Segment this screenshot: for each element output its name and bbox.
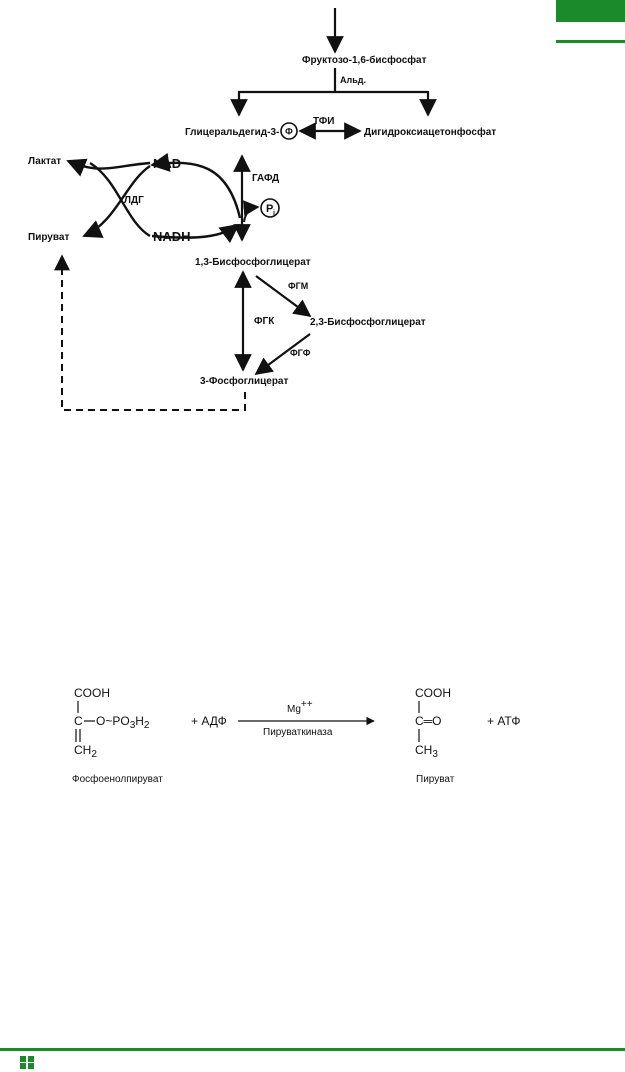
- glycolysis-shunt-diagram: Фруктозо-1,6-бисфосфат Альд. Глицеральде…: [28, 8, 496, 411]
- phosphate-circle: [280, 122, 298, 140]
- pyruvate-label: Пируват: [28, 232, 69, 243]
- header-accent-block: [556, 0, 625, 22]
- pi-curve: [242, 200, 260, 223]
- gap-label: Глицеральдегид-3-: [185, 127, 279, 138]
- pyr-ch3: CH3: [415, 743, 438, 760]
- gapdh-label: ГАФД: [252, 173, 279, 184]
- pi-label: P: [266, 203, 273, 215]
- pep-phosphate: O~PO3H2: [96, 714, 150, 731]
- pgk-label: ФГК: [254, 316, 275, 327]
- cofactor-label: Mg++: [287, 699, 313, 715]
- pg3-label: 3-Фосфоглицерат: [200, 375, 288, 387]
- adp-label: + АДФ: [191, 714, 227, 728]
- bpgm-arrow: [255, 275, 312, 318]
- pyruvate-kinase-reaction: COOH C O~PO3H2 CH2 Фосфоенолпируват + АД…: [72, 686, 520, 785]
- pep-name: Фосфоенолпируват: [72, 773, 163, 785]
- enzyme-label: Пируваткиназа: [263, 727, 333, 738]
- lactate-label: Лактат: [28, 156, 61, 167]
- pyr-name: Пируват: [416, 774, 455, 785]
- phosphate-symbol: Ф: [285, 127, 293, 137]
- atp-label: + АТФ: [487, 714, 520, 728]
- bpgm-label: ФГМ: [288, 281, 308, 291]
- ldh-label: ЛДГ: [124, 195, 144, 206]
- pep-carbon: C: [74, 714, 83, 728]
- fructose-bisphosphate-label: Фруктозо-1,6-бисфосфат: [302, 54, 427, 66]
- dashed-return-path: [54, 254, 246, 411]
- footer-logo-icon: [20, 1056, 34, 1069]
- bpg23-label: 2,3-Бисфосфоглицерат: [310, 316, 426, 328]
- pep-cooh: COOH: [74, 686, 110, 700]
- pi-circle: [260, 198, 280, 218]
- ldh-nad-to-lactate-curve: [66, 158, 151, 177]
- gapdh-nad-curve: [150, 152, 242, 219]
- tpi-label: ТФИ: [313, 116, 334, 127]
- footer-rule: [0, 1048, 625, 1051]
- pi-subscript: i: [273, 210, 275, 217]
- bpg13-label: 1,3-Бисфосфоглицерат: [195, 256, 311, 268]
- nadh-gapdh-curve: [151, 223, 240, 244]
- dhap-label: Дигидроксиацетонфосфат: [364, 126, 496, 138]
- header-accent-line: [556, 40, 625, 43]
- bpgp-arrow: [254, 333, 311, 376]
- aldolase-label: Альд.: [340, 75, 366, 85]
- pyr-cooh: COOH: [415, 686, 451, 700]
- pep-ch2: CH2: [74, 743, 97, 760]
- pyr-carbonyl: C═O: [415, 714, 442, 728]
- ldh-pyruvate-curve: [82, 165, 151, 238]
- bpgp-label: ФГФ: [290, 348, 311, 358]
